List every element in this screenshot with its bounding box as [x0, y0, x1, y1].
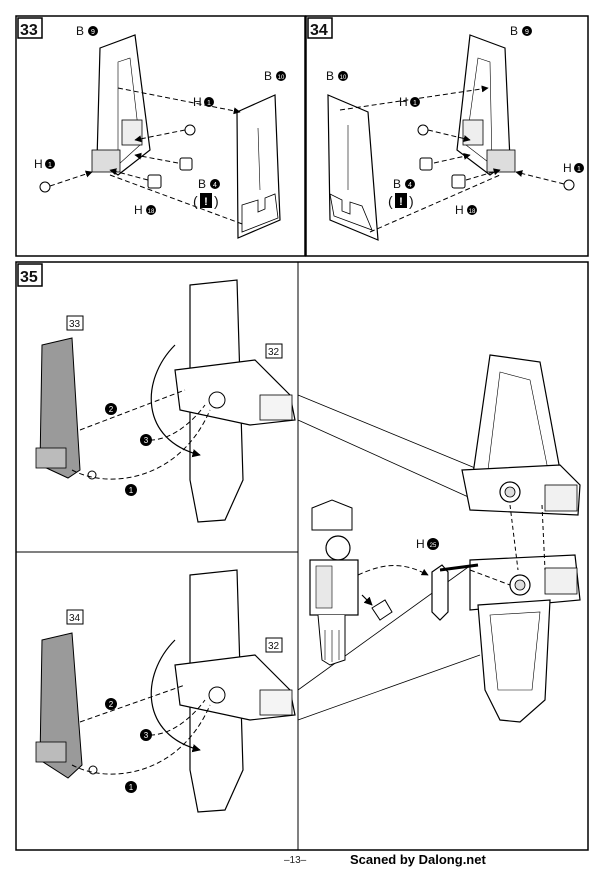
label-h18: H [455, 203, 464, 217]
label-h18: H [134, 203, 143, 217]
step-33-number: 33 [20, 22, 38, 39]
svg-text:10: 10 [278, 75, 285, 81]
step-35-panel [15, 261, 589, 851]
hand [317, 614, 346, 666]
svg-text:2: 2 [109, 700, 114, 709]
part-h1-peg-top [184, 124, 196, 136]
step-33-labels: B 9 B 10 H 1 H 1 B 4 (!) H 18 [34, 24, 286, 217]
part-b10-panel [236, 94, 281, 239]
number-badge-1b: 1 [574, 163, 584, 173]
part-b4-clip [179, 157, 193, 171]
label-b9: B [76, 24, 84, 38]
svg-text:18: 18 [148, 209, 155, 215]
sequence-badge-1: 1 [125, 484, 137, 496]
step-33-number-box: 33 [17, 17, 43, 39]
part-h18-block [451, 174, 466, 189]
label-b9: B [510, 24, 518, 38]
step-34-labels: B 9 B 10 H 1 H 1 B 4 (!) H 18 [326, 24, 584, 217]
step-35-number: 35 [20, 269, 38, 286]
step-33-illustration [39, 34, 281, 239]
label-h1-top: H [399, 95, 408, 109]
step-33-panel [15, 15, 306, 257]
part-33-fin [39, 337, 81, 479]
number-badge-4: 4 [405, 179, 415, 189]
page-number: –13– [284, 855, 307, 866]
number-badge-1b: 1 [45, 159, 55, 169]
label-b4: B [198, 177, 206, 191]
part-h1-peg-left [39, 181, 51, 193]
svg-text:3: 3 [144, 436, 149, 445]
part-h1-peg-right [563, 179, 575, 191]
svg-text:): ) [214, 193, 219, 209]
svg-text:1: 1 [48, 162, 52, 169]
sequence-badge-1: 1 [125, 781, 137, 793]
svg-text:1: 1 [207, 100, 211, 107]
step-35-right-assembly: H 25 [297, 354, 581, 723]
part-h1-peg-top [417, 124, 429, 136]
step-35-bottom-subassembly: 34 32 2 3 1 [35, 569, 296, 813]
part-h18-block [147, 174, 162, 189]
sequence-badge-2: 2 [105, 698, 117, 710]
number-badge-25: 25 [427, 538, 439, 550]
svg-text:): ) [409, 193, 414, 209]
step-35-number-box: 35 [17, 263, 43, 287]
label-b4: B [393, 177, 401, 191]
sequence-badge-3: 3 [140, 434, 152, 446]
number-badge-10: 10 [276, 71, 286, 81]
svg-text:3: 3 [144, 731, 149, 740]
label-h25: H [416, 537, 425, 551]
step-34-panel [305, 15, 589, 257]
svg-text:2: 2 [109, 405, 114, 414]
ref-part-32: 32 [268, 347, 280, 358]
ref-part-33: 33 [69, 319, 81, 330]
svg-text:9: 9 [91, 29, 95, 36]
ref-part-32b: 32 [268, 641, 280, 652]
svg-text:(: ( [193, 193, 198, 209]
arm-joint [325, 535, 351, 561]
svg-text:1: 1 [129, 783, 134, 792]
svg-text:9: 9 [525, 29, 529, 36]
label-h1-top: H [193, 95, 202, 109]
number-badge-18: 18 [146, 205, 156, 215]
number-badge-18: 18 [467, 205, 477, 215]
svg-text:(: ( [388, 193, 393, 209]
label-h1-left: H [34, 157, 43, 171]
number-badge-1: 1 [204, 97, 214, 107]
svg-text:!: ! [399, 196, 403, 208]
svg-text:4: 4 [213, 182, 217, 189]
sequence-badge-3: 3 [140, 729, 152, 741]
svg-text:4: 4 [408, 182, 412, 189]
step-35-top-subassembly: 33 32 2 3 1 [35, 279, 296, 523]
svg-text:18: 18 [469, 209, 476, 215]
svg-text:10: 10 [340, 75, 347, 81]
label-b10: B [264, 69, 272, 83]
step-34-number: 34 [310, 22, 328, 39]
svg-text:25: 25 [430, 543, 437, 549]
step-34-number-box: 34 [307, 17, 333, 39]
sequence-badge-2: 2 [105, 403, 117, 415]
number-badge-9: 9 [522, 26, 532, 36]
svg-text:1: 1 [129, 486, 134, 495]
part-b10-panel [327, 94, 379, 241]
scan-credit: Scaned by Dalong.net [350, 852, 486, 867]
number-badge-9: 9 [88, 26, 98, 36]
step-34-illustration [327, 34, 575, 241]
ref-part-34: 34 [69, 613, 81, 624]
number-badge-10: 10 [338, 71, 348, 81]
number-badge-4: 4 [210, 179, 220, 189]
part-h25-rod [431, 564, 449, 621]
number-badge-1: 1 [410, 97, 420, 107]
svg-text:!: ! [204, 196, 208, 208]
warning-icon: (!) [193, 193, 219, 209]
label-h1-right: H [563, 161, 572, 175]
svg-text:1: 1 [577, 166, 581, 173]
svg-text:1: 1 [413, 100, 417, 107]
label-b10: B [326, 69, 334, 83]
warning-icon: (!) [388, 193, 414, 209]
part-b4-clip [419, 157, 433, 171]
